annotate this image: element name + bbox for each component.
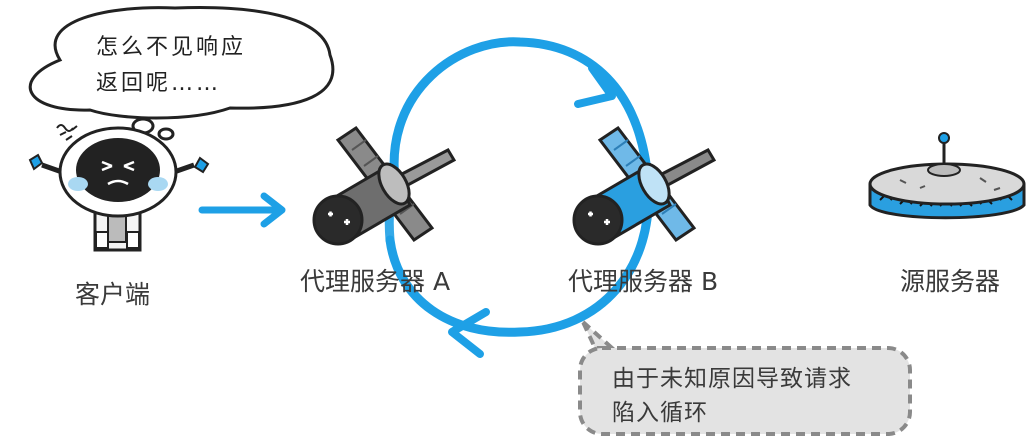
proxy-b-satellite-icon [572, 125, 717, 246]
note-text: 由于未知原因导致请求 陷入循环 [612, 362, 852, 430]
proxy-b-label: 代理服务器 B [568, 267, 719, 296]
thought-bubble [28, 6, 335, 141]
note-box [578, 320, 912, 436]
loop-arrowhead-right [574, 64, 616, 108]
proxy-a-satellite-icon [312, 125, 457, 246]
request-arrow [198, 192, 286, 228]
client-robot-icon [28, 124, 210, 252]
note-line-2: 陷入循环 [612, 400, 708, 426]
loop-arrowhead-left [448, 308, 490, 358]
thought-dot-small [157, 127, 175, 141]
proxy-a-label: 代理服务器 A [300, 267, 451, 296]
client-label: 客户端 [75, 280, 151, 309]
origin-label: 源服务器 [900, 267, 1001, 296]
thought-bubble-text: 怎么不见响应 返回呢…… [96, 30, 246, 102]
thought-line-2: 返回呢…… [96, 71, 222, 96]
note-line-1: 由于未知原因导致请求 [612, 366, 852, 392]
thought-line-1: 怎么不见响应 [96, 35, 247, 60]
origin-server-icon [868, 132, 1026, 220]
